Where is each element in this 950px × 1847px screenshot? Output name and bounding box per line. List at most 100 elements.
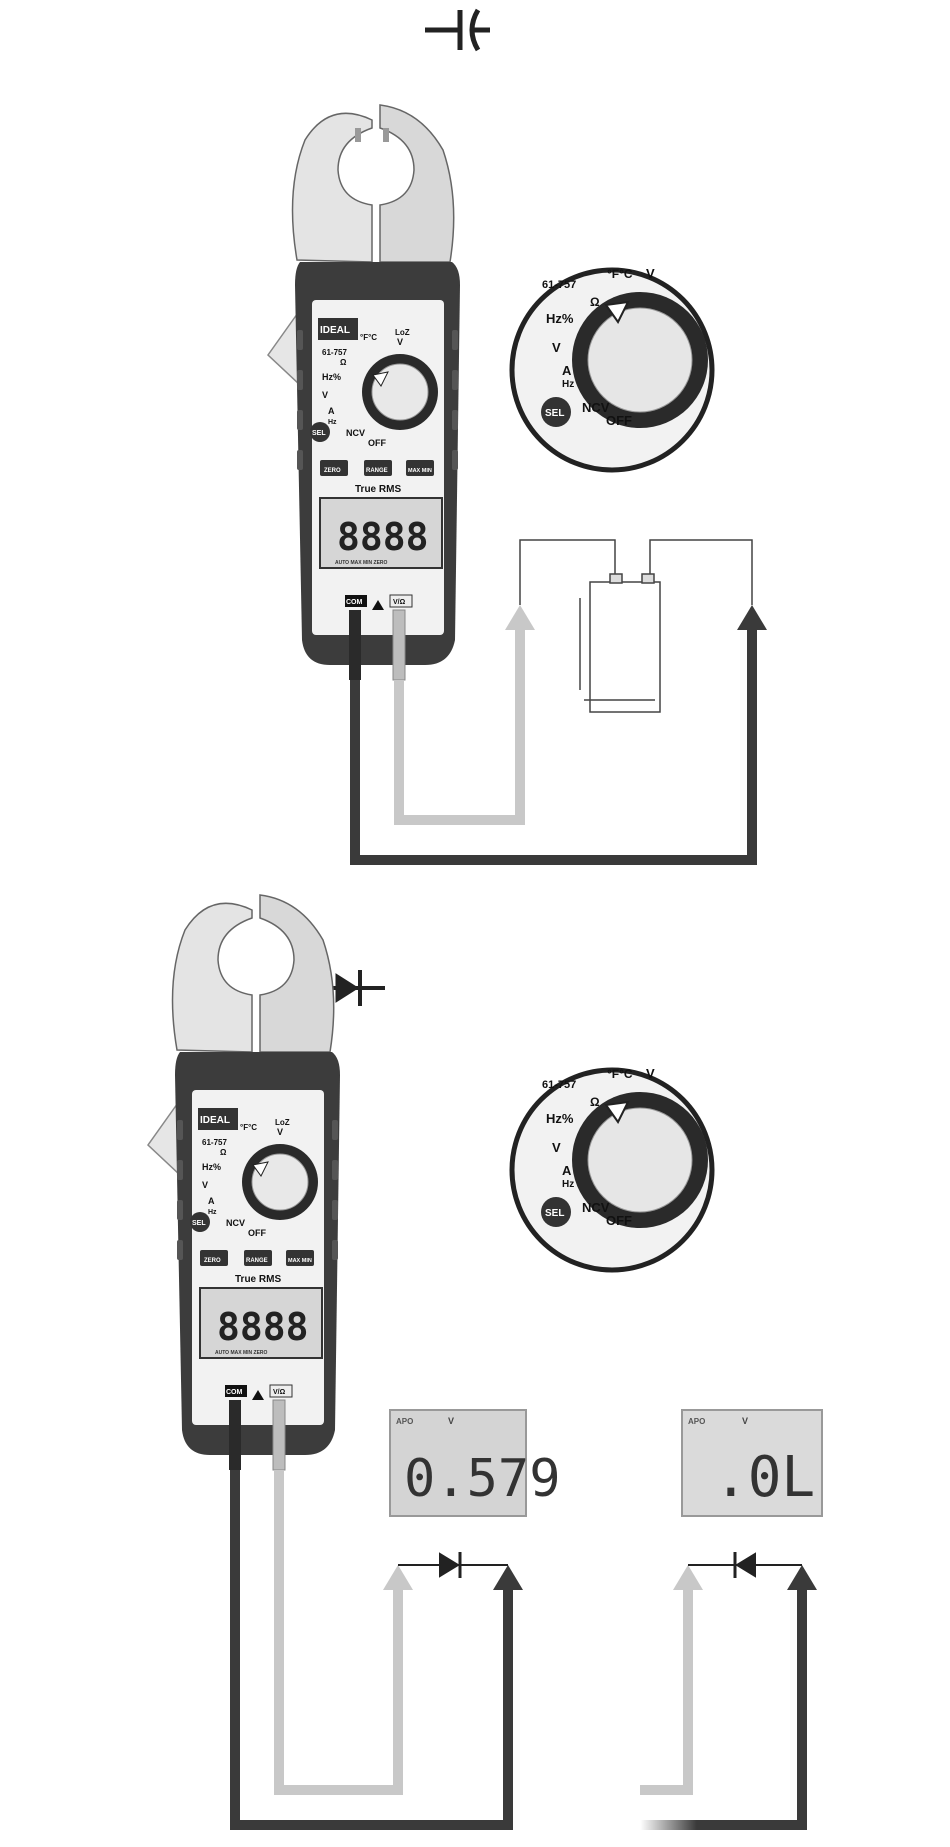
svg-text:MAX MIN: MAX MIN [408,468,432,474]
model-label: 61-757 [202,1138,227,1147]
com-jack-label: COM [346,599,363,606]
dial-label-a: A [328,406,335,416]
sel-button[interactable]: SEL [310,422,330,442]
brand-logo: IDEAL [200,1115,230,1126]
v-jack-label: V/Ω [393,599,406,606]
svg-text:APO: APO [396,1417,413,1426]
svg-text:Ω: Ω [590,295,600,309]
dial-label-a-hz: Hz [208,1209,217,1216]
true-rms-label: True RMS [235,1274,281,1285]
dial-zoom-inset: 61-757 °F°C V Ω Hz% V A Hz NCV OFF SEL [509,1066,715,1273]
range-button[interactable]: RANGE [244,1250,272,1266]
svg-text:.0L: .0L [714,1445,815,1510]
svg-text:ZERO: ZERO [204,1258,221,1264]
svg-text:MAX MIN: MAX MIN [288,1258,312,1264]
lcd-display: 8888 AUTO MAX MIN ZERO [319,497,443,569]
clamp-jaw-left [291,112,373,263]
true-rms-label: True RMS [355,484,401,495]
svg-text:A: A [562,1163,572,1178]
com-jack-label: COM [226,1389,243,1396]
range-button[interactable]: RANGE [364,460,392,476]
svg-text:V: V [552,340,561,355]
svg-text:V: V [646,266,655,281]
dial-label-temp: °F°C [360,333,377,342]
svg-text:Hz: Hz [562,379,574,390]
dial-label-vac: V [202,1180,208,1190]
test-leads [349,605,767,865]
svg-text:Hz: Hz [562,1179,574,1190]
svg-text:A: A [562,363,572,378]
diode-component-reverse [688,1552,802,1578]
dial-label-off: OFF [368,438,386,448]
svg-text:SEL: SEL [312,430,326,437]
clamp-meter: IDEAL 61-757 °F°C LoZ V Ω Hz% V A Hz NCV… [147,894,340,1455]
sel-button-zoom[interactable]: SEL [541,1197,571,1227]
svg-text:Ω: Ω [590,1095,600,1109]
reading-display-forward: APO V 0.579 [389,1409,561,1517]
svg-text:V: V [552,1140,561,1155]
svg-text:AUTO MAX MIN ZERO: AUTO MAX MIN ZERO [335,560,388,566]
svg-text:V: V [646,1066,655,1081]
svg-text:SEL: SEL [192,1220,206,1227]
svg-text:OFF: OFF [606,1213,632,1228]
test-leads-reverse [640,1565,817,1830]
clamp-jaw-right [379,104,455,263]
dial-label-v: V [397,337,403,347]
v-jack-label: V/Ω [273,1389,286,1396]
rotary-dial[interactable] [242,1144,318,1220]
svg-text:SEL: SEL [545,1208,564,1219]
red-lead [394,630,525,825]
svg-text:0.579: 0.579 [404,1449,561,1509]
dial-label-vac: V [322,390,328,400]
svg-text:61-757: 61-757 [542,279,576,291]
dial-label-a: A [208,1196,215,1206]
svg-text:V: V [448,1416,454,1426]
capacitor-component [519,539,753,713]
svg-text:°F°C: °F°C [607,267,633,281]
lcd-display: 8888 AUTO MAX MIN ZERO [199,1287,323,1359]
zero-button[interactable]: ZERO [200,1250,228,1266]
svg-text:APO: APO [688,1417,705,1426]
sel-button-zoom[interactable]: SEL [541,397,571,427]
max-min-button[interactable]: MAX MIN [406,460,434,476]
diode-component-forward [398,1552,508,1578]
dial-label-loz: LoZ [395,328,410,337]
rotary-dial[interactable] [362,354,438,430]
svg-text:NCV: NCV [582,1200,610,1215]
dial-label-ncv: NCV [226,1218,245,1228]
dial-label-loz: LoZ [275,1118,290,1127]
svg-text:61-757: 61-757 [542,1079,576,1091]
black-lead [350,630,757,865]
sel-button[interactable]: SEL [190,1212,210,1232]
dial-label-hz: Hz% [322,372,341,382]
svg-text:8888: 8888 [337,515,429,559]
max-min-button[interactable]: MAX MIN [286,1250,314,1266]
svg-text:NCV: NCV [582,400,610,415]
brand-logo: IDEAL [320,325,350,336]
svg-text:RANGE: RANGE [246,1258,268,1264]
test-leads-forward [229,1399,523,1830]
capacitor-symbol-icon [425,8,490,52]
zero-button[interactable]: ZERO [320,460,348,476]
dial-label-temp: °F°C [240,1123,257,1132]
svg-text:°F°C: °F°C [607,1067,633,1081]
svg-text:RANGE: RANGE [366,468,388,474]
svg-text:V: V [742,1416,748,1426]
clamp-meter: IDEAL 61-757 °F°C LoZ V Ω Hz% V A Hz NCV… [267,104,460,665]
clamp-jaw-right [259,894,335,1053]
dial-label-a-hz: Hz [328,419,337,426]
dial-label-hz: Hz% [202,1162,221,1172]
dial-label-off: OFF [248,1228,266,1238]
svg-text:Hz%: Hz% [546,1111,574,1126]
svg-text:OFF: OFF [606,413,632,428]
clamp-jaw-left [171,902,253,1053]
dial-label-v: V [277,1127,283,1137]
svg-text:Hz%: Hz% [546,311,574,326]
model-label: 61-757 [322,348,347,357]
svg-text:AUTO MAX MIN ZERO: AUTO MAX MIN ZERO [215,1350,268,1356]
dial-label-ncv: NCV [346,428,365,438]
dial-label-ohm: Ω [220,1148,227,1157]
reading-display-reverse: APO V .0L [681,1409,823,1517]
svg-text:8888: 8888 [217,1305,309,1349]
dial-zoom-inset: 61-757 °F°C V Ω Hz% V A Hz NCV OFF SEL [509,266,715,473]
